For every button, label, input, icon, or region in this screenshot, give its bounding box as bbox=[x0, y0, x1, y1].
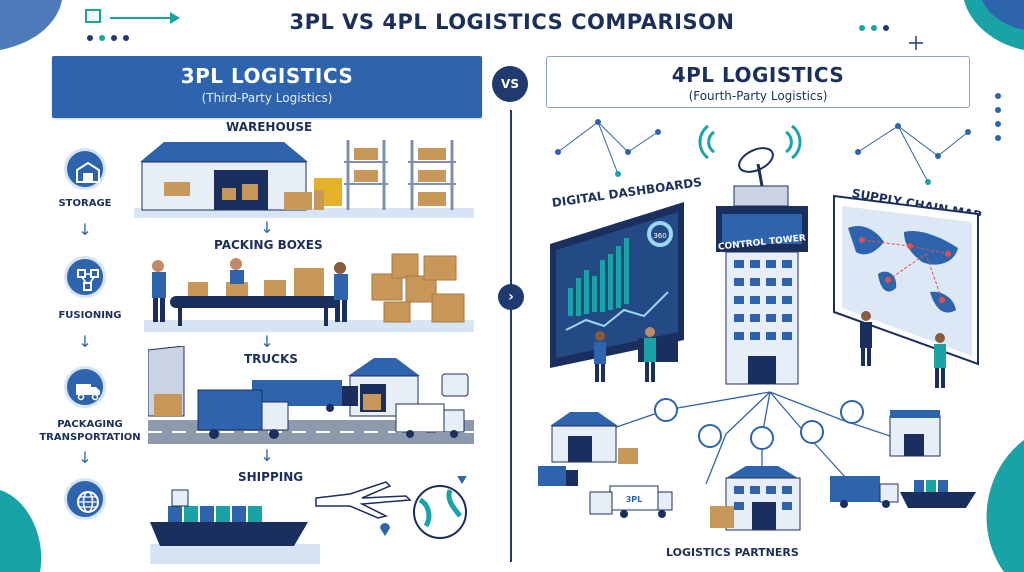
dashboard-badge: 360 bbox=[653, 232, 666, 240]
decor-dots-right bbox=[995, 93, 1001, 141]
step-arrow-2: ↓ bbox=[78, 332, 92, 351]
heading-3pl: 3PL LOGISTICS bbox=[180, 64, 354, 88]
subheading-3pl: (Third-Party Logistics) bbox=[201, 91, 333, 105]
step-label-fusioning: FUSIONING bbox=[58, 310, 122, 321]
banner-3pl: 3PL LOGISTICS (Third-Party Logistics) bbox=[52, 56, 482, 118]
truck-3pl-text: 3PL bbox=[626, 495, 643, 504]
stage-arrow-1: ↓ bbox=[260, 218, 274, 237]
trucks-scene bbox=[148, 346, 474, 444]
decor-bottom-right bbox=[986, 440, 1024, 572]
page-title: 3PL VS 4PL LOGISTICS COMPARISON bbox=[289, 10, 735, 34]
partners-network-scene: 3PL bbox=[538, 391, 976, 531]
banner-4pl: 4PL LOGISTICS (Fourth-Party Logistics) bbox=[546, 56, 970, 108]
network-icon bbox=[64, 256, 106, 298]
warehouse-scene bbox=[134, 140, 474, 218]
decor-bottom-left bbox=[0, 490, 42, 572]
dashboards-scene: 360 bbox=[550, 202, 684, 382]
step-arrow-3: ↓ bbox=[78, 448, 92, 467]
heading-4pl: 4PL LOGISTICS bbox=[671, 63, 845, 87]
warehouse-icon bbox=[64, 148, 106, 190]
truck-icon bbox=[64, 366, 106, 408]
supply-chain-map-scene bbox=[833, 194, 979, 388]
decor-dots-top-right bbox=[859, 25, 923, 50]
subheading-4pl: (Fourth-Party Logistics) bbox=[688, 89, 828, 103]
shipping-scene bbox=[150, 476, 467, 564]
stage-label-warehouse: WAREHOUSE bbox=[226, 120, 313, 134]
decor-top-left bbox=[0, 0, 62, 50]
step-label-packaging-transportation: PACKAGING TRANSPORTATION bbox=[30, 418, 150, 444]
stage-label-packing-boxes: PACKING BOXES bbox=[214, 238, 323, 252]
vs-badge: VS bbox=[492, 66, 528, 102]
step-arrow-1: ↓ bbox=[78, 220, 92, 239]
packing-scene bbox=[144, 253, 474, 332]
globe-icon bbox=[64, 478, 106, 520]
stage-label-shipping: SHIPPING bbox=[238, 470, 304, 484]
decor-dots-top-left bbox=[85, 9, 180, 41]
label-logistics-partners: LOGISTICS PARTNERS bbox=[666, 546, 799, 559]
control-tower-scene bbox=[716, 147, 808, 385]
step-label-transportation: TRANSPORTATION bbox=[39, 432, 141, 443]
stage-label-trucks: TRUCKS bbox=[244, 352, 298, 366]
decor-top-right bbox=[964, 0, 1024, 50]
center-divider bbox=[510, 110, 512, 562]
stage-arrow-2: ↓ bbox=[260, 332, 274, 351]
step-label-packaging: PACKAGING bbox=[57, 419, 123, 430]
next-arrow-icon: › bbox=[498, 284, 524, 310]
stage-arrow-3: ↓ bbox=[260, 446, 274, 465]
step-label-storage: STORAGE bbox=[58, 198, 112, 209]
network-lines bbox=[555, 119, 971, 185]
